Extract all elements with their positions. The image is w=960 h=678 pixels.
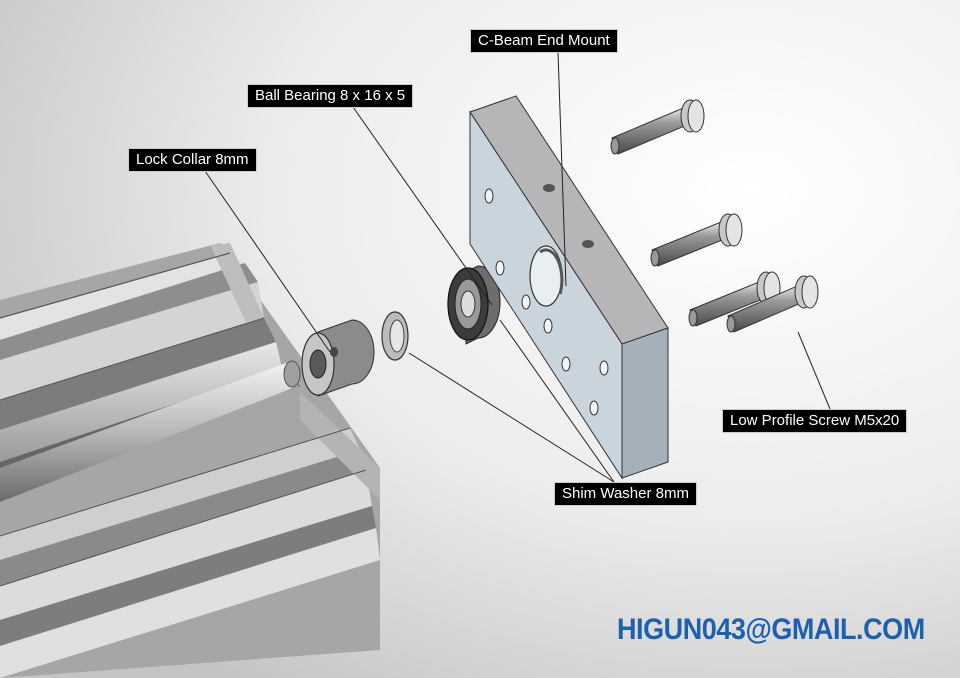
lead-screw-shaft — [0, 360, 301, 502]
c-beam-end-mount-plate — [469, 95, 669, 480]
label-lock-collar: Lock Collar 8mm — [128, 148, 257, 172]
low-profile-screws — [610, 99, 819, 333]
label-c-beam-end-mount: C-Beam End Mount — [470, 29, 618, 53]
shim-washer — [381, 311, 409, 361]
label-low-profile-screw: Low Profile Screw M5x20 — [722, 409, 908, 433]
screw-2 — [650, 213, 743, 267]
screw-4 — [726, 275, 819, 333]
label-ball-bearing: Ball Bearing 8 x 16 x 5 — [247, 84, 414, 108]
lock-collar — [301, 319, 375, 397]
leader-line-collar — [204, 170, 331, 353]
ball-bearing — [447, 265, 501, 345]
leader-line-shim-bearing — [499, 319, 615, 483]
leader-lines — [204, 51, 831, 483]
leader-line-bearing — [352, 106, 493, 306]
leader-line-c-beam — [557, 51, 567, 287]
leader-line-screw — [797, 331, 831, 410]
leader-line-shim-washer — [408, 352, 615, 483]
screw-1 — [610, 99, 705, 155]
watermark-email: HIGUN043@GMAIL.COM — [617, 613, 925, 646]
label-shim-washer: Shim Washer 8mm — [554, 482, 697, 506]
